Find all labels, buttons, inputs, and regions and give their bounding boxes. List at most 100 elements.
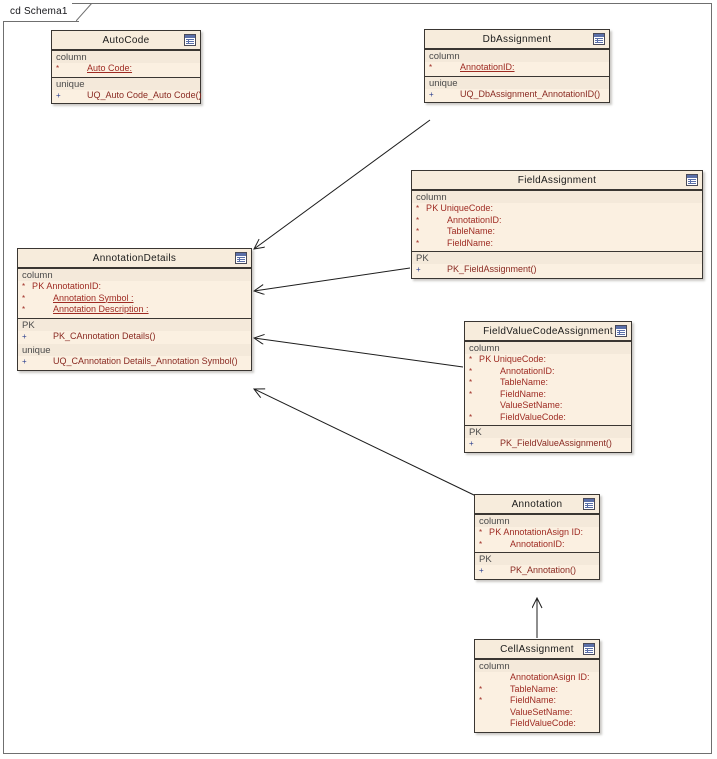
class-name-label: FieldValueCodeAssignment (483, 325, 613, 337)
attribute-row[interactable]: * AnnotationID: (475, 539, 599, 551)
attribute-label: AnnotationAsign ID: (503, 527, 583, 537)
class-header-annotation[interactable]: Annotation (475, 495, 599, 514)
compartment-label: column (412, 191, 702, 203)
class-header-annotationdetails[interactable]: AnnotationDetails (18, 249, 251, 268)
attribute-row[interactable]: ValueSetName: (475, 707, 599, 719)
compartment-label: column (475, 515, 599, 527)
attribute-label: AnnotationID: (510, 538, 565, 549)
row-marker: + (22, 357, 27, 366)
attribute-row[interactable]: *TableName: (475, 684, 599, 696)
attribute-row[interactable]: *FieldName: (412, 238, 702, 250)
row-marker: * (22, 282, 26, 291)
row-marker: + (429, 89, 434, 99)
table-class-icon (615, 325, 627, 337)
class-header-fieldvaluecodeassignment[interactable]: FieldValueCodeAssignment (465, 322, 631, 341)
attribute-label: UniqueCode: (493, 354, 546, 364)
frame-tab-underline (3, 21, 79, 22)
operation-row[interactable]: +UQ_CAnnotation Details_Annotation Symbo… (18, 356, 251, 368)
attribute-row[interactable]: ValueSetName: (465, 400, 631, 412)
class-name-label: CellAssignment (500, 643, 574, 655)
operation-label: UQ_DbAssignment_AnnotationID() (460, 88, 601, 99)
compartment-pk: PK+PK_Annotation() (475, 552, 599, 579)
compartment-rows: *AnnotationID: (425, 62, 609, 76)
class-name-label: Annotation (511, 498, 563, 510)
frame-tab: cd Schema1 (3, 3, 72, 21)
compartment-pk: PK+PK_CAnnotation Details() (18, 317, 251, 345)
class-header-fieldassignment[interactable]: FieldAssignment (412, 171, 702, 190)
attribute-label: UniqueCode: (440, 203, 493, 213)
attribute-label: TableName: (447, 226, 496, 236)
class-header-cellassignment[interactable]: CellAssignment (475, 640, 599, 659)
compartment-label: column (465, 342, 631, 354)
operation-row[interactable]: +PK_FieldValueAssignment() (465, 438, 631, 450)
row-marker: * (479, 539, 483, 549)
compartment-label: column (425, 50, 609, 62)
attribute-row[interactable]: *Annotation Symbol : (18, 293, 251, 305)
class-header-dbassignment[interactable]: DbAssignment (425, 30, 609, 49)
compartment-rows: +UQ_CAnnotation Details_Annotation Symbo… (18, 356, 251, 370)
attribute-row[interactable]: *AnnotationID: (412, 215, 702, 227)
row-marker: * (416, 227, 420, 236)
attribute-row[interactable]: *FieldName: (475, 695, 599, 707)
attribute-row[interactable]: * TableName: (465, 377, 631, 389)
row-marker: + (416, 265, 421, 274)
compartment-label: column (475, 660, 599, 672)
compartment-rows: *Auto Code: (52, 63, 200, 77)
primary-key-marker: PK (489, 527, 502, 537)
attribute-row[interactable]: FieldValueCode: (475, 718, 599, 730)
attribute-row[interactable]: AnnotationAsign ID: (475, 672, 599, 684)
compartment-rows: AnnotationAsign ID:*TableName:*FieldName… (475, 672, 599, 732)
operation-row[interactable]: +PK_FieldAssignment() (412, 264, 702, 276)
attribute-label: AnnotationID: (460, 62, 515, 72)
attribute-row[interactable]: *FieldName: (465, 389, 631, 401)
primary-key-marker: PK (479, 354, 492, 364)
class-header-autocode[interactable]: AutoCode (52, 31, 200, 50)
compartment-label: unique (18, 344, 251, 356)
attribute-label: Annotation Symbol : (53, 292, 134, 303)
operation-row[interactable]: + UQ_DbAssignment_AnnotationID() (425, 89, 609, 101)
attribute-row[interactable]: * TableName: (412, 226, 702, 238)
primary-key-marker: PK (426, 203, 439, 213)
attribute-label: FieldName: (447, 237, 494, 248)
class-name-label: DbAssignment (482, 33, 552, 45)
attribute-row[interactable]: *AnnotationID: (425, 62, 609, 74)
operation-row[interactable]: +PK_CAnnotation Details() (18, 331, 251, 343)
operation-row[interactable]: +UQ_Auto Code_Auto Code() (52, 90, 202, 102)
attribute-row[interactable]: *Annotation Description : (18, 304, 251, 316)
table-class-icon (593, 33, 605, 45)
compartment-unique: unique+UQ_Auto Code_Auto Code() (52, 76, 202, 104)
attribute-label: Annotation Description : (53, 304, 149, 314)
row-marker: + (469, 439, 474, 448)
row-marker: * (469, 378, 473, 387)
operation-row[interactable]: +PK_Annotation() (475, 565, 599, 577)
compartment-label: column (52, 51, 200, 63)
table-class-icon (583, 643, 595, 655)
row-marker: * (469, 412, 473, 422)
row-marker: * (56, 64, 60, 73)
attribute-row[interactable]: *Auto Code: (52, 63, 200, 75)
attribute-label: TableName: (500, 377, 549, 387)
compartment-label: column (18, 269, 251, 281)
row-marker: + (22, 331, 27, 341)
attribute-row[interactable]: *AnnotationID: (465, 366, 631, 378)
frame-tab-label: cd Schema1 (10, 6, 68, 17)
class-name-label: AnnotationDetails (92, 252, 177, 264)
row-marker: + (479, 566, 484, 575)
table-class-icon (686, 174, 698, 186)
attribute-row[interactable]: *FieldValueCode: (465, 412, 631, 424)
